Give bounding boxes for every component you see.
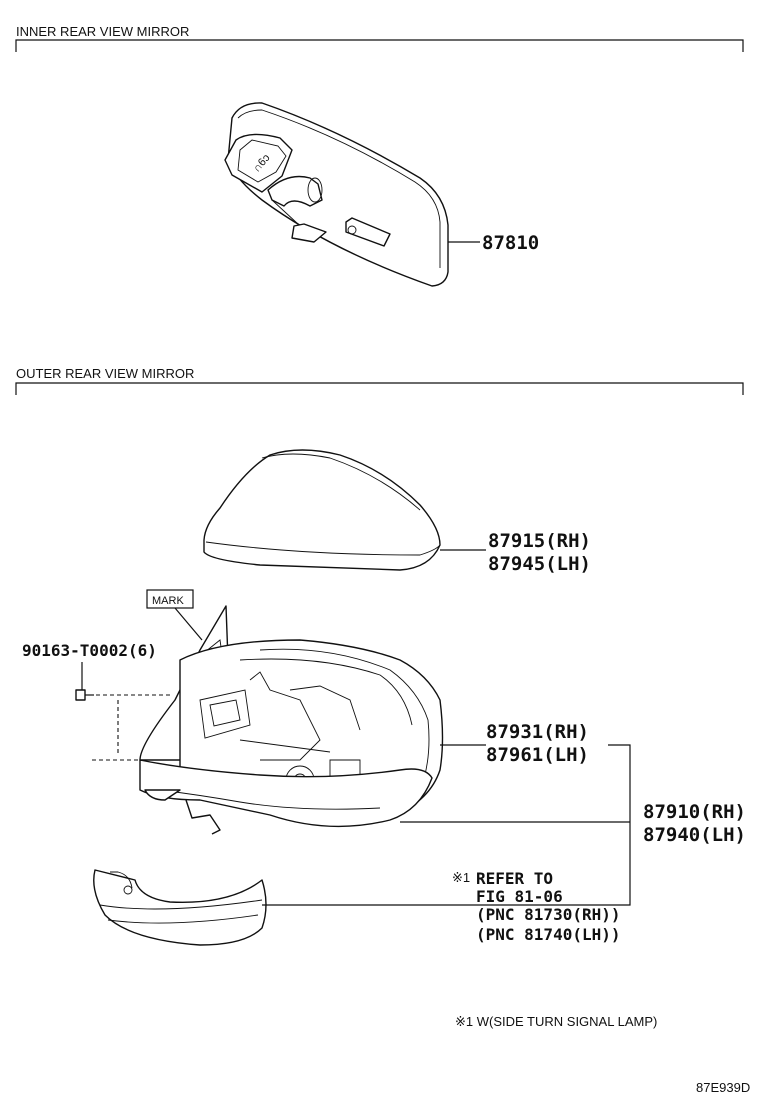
- refer-line-2: FIG 81-06: [476, 887, 563, 906]
- section-bracket-outer: [15, 382, 744, 395]
- footnote: ※1 W(SIDE TURN SIGNAL LAMP): [455, 1014, 657, 1029]
- inner-mirror-illustration: ∩6ɔ: [224, 102, 449, 287]
- part-number-cover-lh: 87945(LH): [488, 553, 591, 575]
- bracket-assembly-right: [458, 744, 631, 906]
- screw-illustration: [75, 689, 94, 701]
- part-number-glass-rh: 87931(RH): [486, 721, 589, 743]
- section-title-outer: OUTER REAR VIEW MIRROR: [16, 366, 194, 381]
- part-number-glass-lh: 87961(LH): [486, 744, 589, 766]
- mark-label: MARK: [152, 595, 184, 607]
- figure-code: 87E939D: [696, 1080, 750, 1095]
- outer-mirror-assembly-illustration: [139, 605, 444, 835]
- refer-line-3: (PNC 81730(RH)): [476, 905, 621, 924]
- turn-signal-lamp-illustration: [93, 869, 267, 946]
- refer-line-1: REFER TO: [476, 869, 553, 888]
- leader-mark: [174, 607, 203, 641]
- refer-symbol: ※1: [452, 870, 470, 885]
- mirror-cover-illustration: [203, 449, 441, 571]
- refer-line-4: (PNC 81740(LH)): [476, 925, 621, 944]
- section-title-inner: INNER REAR VIEW MIRROR: [16, 24, 189, 39]
- part-number-screw: 90163-T0002(6): [22, 641, 157, 660]
- part-number-inner-mirror: 87810: [482, 232, 539, 254]
- mark-box: [146, 589, 194, 609]
- part-number-assembly-rh: 87910(RH): [643, 801, 746, 823]
- part-number-assembly-lh: 87940(LH): [643, 824, 746, 846]
- section-bracket-inner: [15, 39, 744, 52]
- part-number-cover-rh: 87915(RH): [488, 530, 591, 552]
